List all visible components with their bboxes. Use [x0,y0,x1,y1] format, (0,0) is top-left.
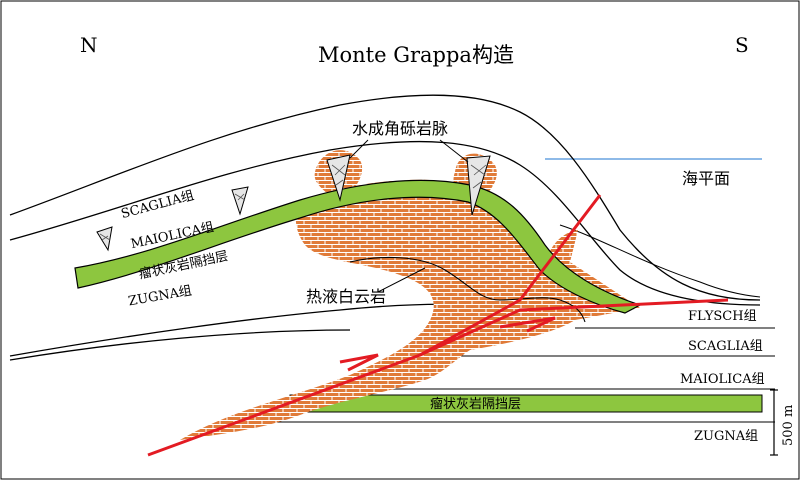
diagram-title: Monte Grappa构造 [318,43,514,67]
breccia-pointer-right [439,139,469,163]
dolomite-pointer [377,267,426,293]
column-scaglia-label: SCAGLIA组 [688,339,763,354]
horizon-zugna-lower [9,329,351,361]
column-barrier-label: 瘤状灰岩隔挡层 [430,396,521,412]
breccia-pointer-left [349,139,369,159]
barrier-layer-lower [289,394,763,413]
fault-arrow-left [339,353,379,372]
breccia-vein-1 [96,226,113,252]
north-label: N [80,33,98,57]
column-flysch-label: FLYSCH组 [688,309,757,324]
column-maiolica-label: MAIOLICA组 [680,372,765,387]
dolomite-label: 热液白云岩 [306,287,386,306]
scale-bar-label: 500 m [781,405,796,446]
dolomite-contour [349,256,586,323]
thrust-fault-upper [419,194,602,357]
horizon-right-1 [559,224,761,298]
thrust-fault-main [147,298,729,457]
sea-level-label: 海平面 [682,169,730,188]
breccia-vein-4 [466,155,491,216]
breccia-vein-3 [326,154,351,202]
south-label: S [735,33,749,57]
breccia-vein-2 [231,186,249,216]
barrier-layer-upper [74,179,642,314]
scale-bar: 500 m [770,389,796,456]
breccia-label: 水成角砾岩脉 [352,119,448,138]
horizon-top [9,94,761,301]
zugna-label: ZUGNA组 [127,284,193,310]
fault-arrow-right [499,316,556,333]
column-zugna-label: ZUGNA组 [694,429,758,444]
scaglia-label: SCAGLIA组 [120,188,196,222]
horizon-scaglia-base [9,140,761,306]
